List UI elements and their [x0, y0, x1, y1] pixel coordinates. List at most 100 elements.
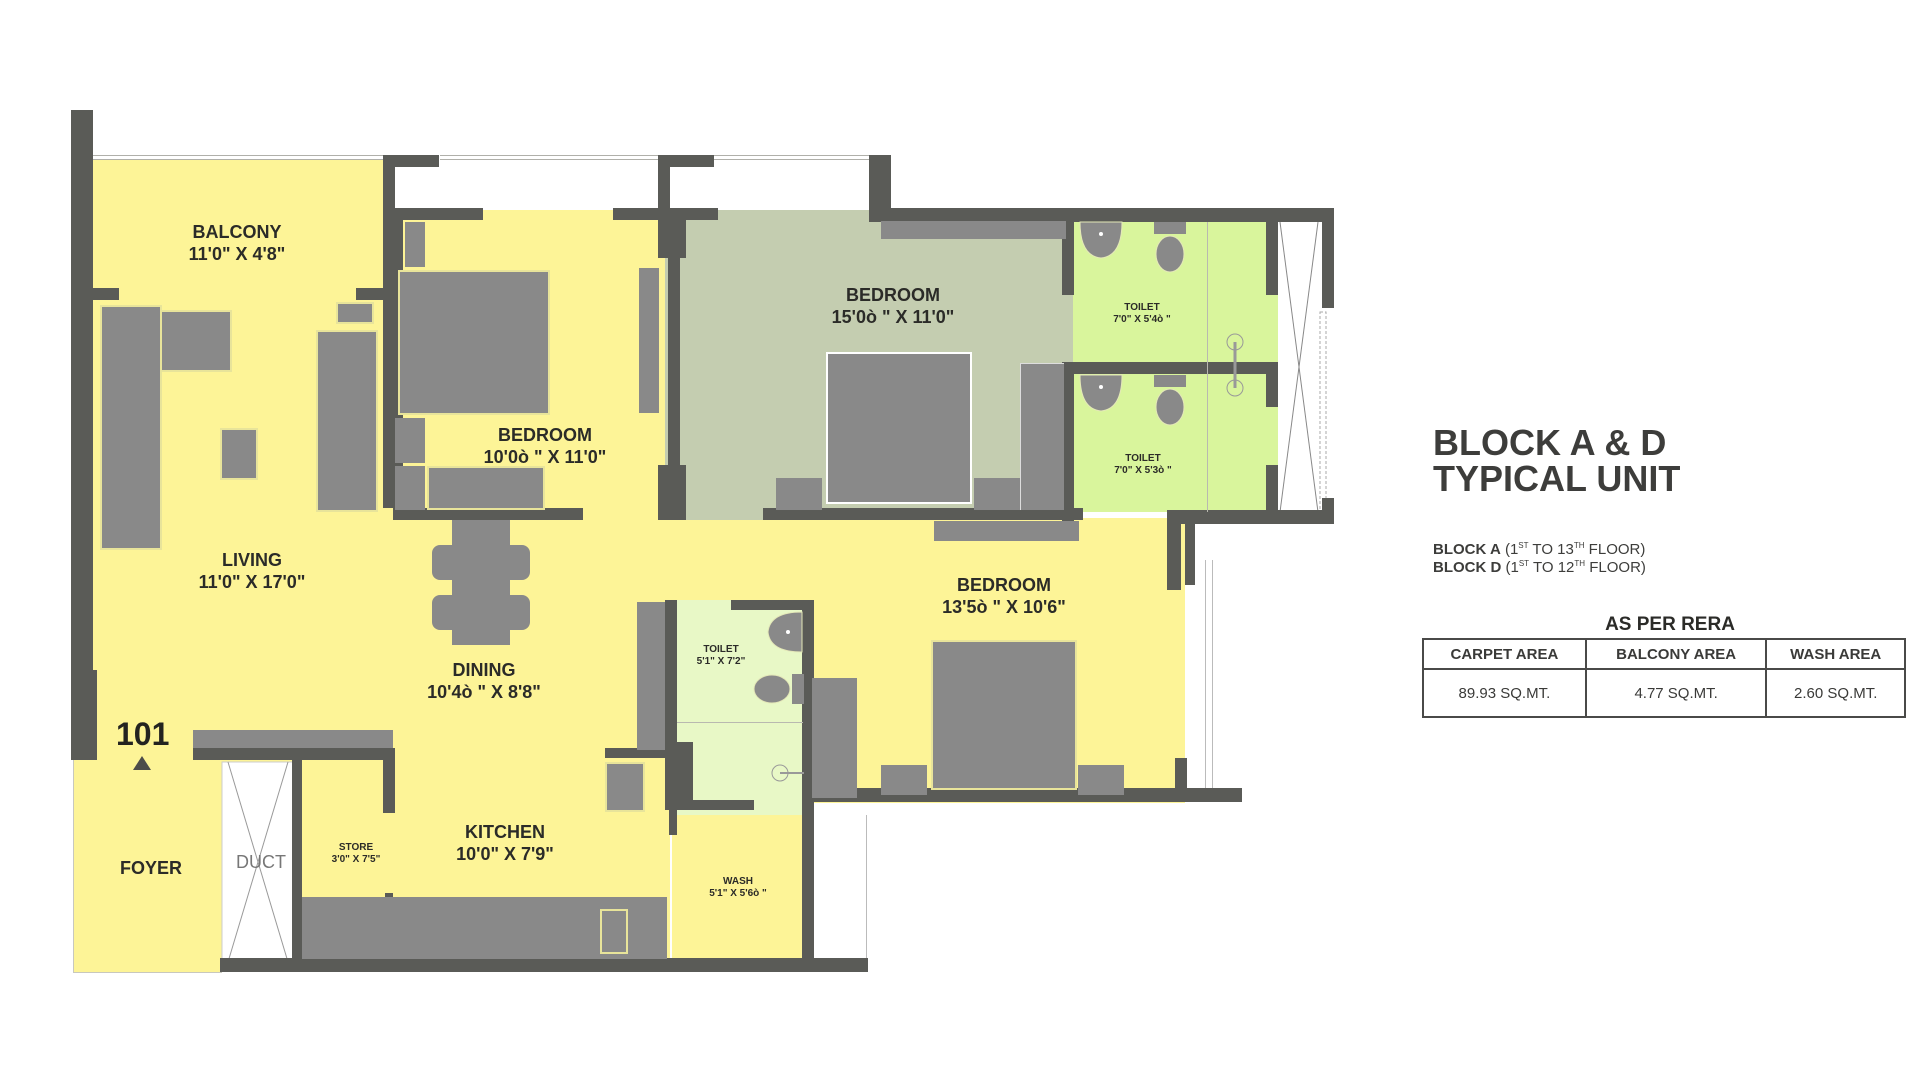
wall — [665, 600, 677, 775]
washbasin-icon — [1079, 374, 1123, 412]
wash-floor — [672, 815, 814, 960]
toilet-partition — [1207, 222, 1208, 512]
side-table — [1078, 765, 1124, 795]
shower-icon — [771, 764, 804, 782]
sofa-3-seat — [316, 330, 378, 512]
wall — [1062, 362, 1074, 522]
balcony-floor — [93, 158, 385, 298]
window-bedroom1 — [440, 155, 665, 160]
bed-master — [826, 352, 972, 504]
wall — [1266, 362, 1278, 407]
side-table — [395, 466, 425, 510]
wall — [93, 288, 119, 300]
wall — [383, 155, 439, 167]
wall — [810, 788, 1242, 802]
wall — [71, 670, 97, 760]
title: BLOCK A & D TYPICAL UNIT — [1433, 425, 1680, 497]
wall — [356, 288, 386, 300]
window-master — [700, 155, 875, 160]
wall — [393, 208, 483, 220]
toilet-seat-icon — [753, 674, 804, 704]
shower-icon — [1226, 333, 1244, 397]
wall — [869, 208, 1334, 222]
wall — [1167, 510, 1181, 590]
chair — [510, 595, 530, 630]
sofa-l-shape — [100, 305, 162, 550]
column-carpet-area: CARPET AREA — [1422, 638, 1587, 670]
dining-table — [452, 520, 510, 645]
balcony-area-value: 4.77 SQ.MT. — [1584, 668, 1768, 718]
table-header-row: CARPET AREA BALCONY AREA WASH AREA — [1422, 638, 1906, 670]
wall — [668, 215, 680, 520]
tv-unit-bedroom3 — [934, 521, 1079, 541]
coffee-table — [220, 428, 258, 480]
balcony-railing — [93, 155, 383, 160]
title-line-2: TYPICAL UNIT — [1433, 458, 1681, 499]
wall — [1175, 758, 1187, 793]
wall — [690, 800, 754, 810]
column-balcony-area: BALCONY AREA — [1584, 638, 1768, 670]
shoe-rack — [193, 730, 393, 748]
sofa-l-arm — [160, 310, 232, 372]
wall — [220, 958, 868, 972]
wall — [763, 508, 1083, 520]
column-wash-area: WASH AREA — [1765, 638, 1906, 670]
wall — [669, 800, 677, 835]
title-line-1: BLOCK A & D — [1433, 422, 1667, 463]
label-duct: DUCT — [236, 852, 286, 872]
wall — [383, 748, 395, 813]
toilet-seat-icon — [1154, 375, 1186, 426]
tv-unit-bedroom1 — [639, 268, 659, 413]
wall — [1062, 362, 1278, 374]
rera-heading: AS PER RERA — [1605, 614, 1735, 635]
wall — [1167, 510, 1334, 524]
label-foyer: FOYER — [119, 858, 183, 878]
wardrobe-master — [1020, 363, 1064, 510]
foyer-floor — [73, 758, 222, 973]
chair — [510, 545, 530, 580]
wall — [71, 110, 93, 670]
floor-range-block-a: BLOCK A (1ST TO 13TH FLOOR) — [1433, 541, 1646, 558]
floor-range-block-d: BLOCK D (1ST TO 12TH FLOOR) — [1433, 559, 1646, 576]
fridge-unit — [637, 602, 665, 750]
wall — [1185, 520, 1195, 585]
wall — [658, 465, 686, 520]
kitchen-cabinet — [605, 762, 645, 812]
bed-bedroom1 — [398, 270, 550, 415]
wall — [1322, 208, 1334, 308]
washbasin-icon — [1079, 221, 1123, 259]
wall — [731, 600, 813, 610]
entrance-arrow-icon — [133, 756, 151, 770]
wall — [802, 600, 814, 970]
wall — [869, 155, 891, 213]
wall — [665, 742, 693, 810]
carpet-area-value: 89.93 SQ.MT. — [1422, 668, 1587, 718]
toilet-seat-icon — [1154, 222, 1186, 273]
wall — [1266, 465, 1278, 520]
wall — [393, 508, 583, 520]
side-table — [776, 478, 822, 510]
side-table — [336, 302, 374, 324]
wall — [605, 748, 667, 758]
wall — [658, 155, 714, 167]
chair — [432, 545, 452, 580]
table-row: 89.93 SQ.MT. 4.77 SQ.MT. 2.60 SQ.MT. — [1422, 668, 1906, 718]
wall — [193, 748, 393, 760]
tv-unit-master — [881, 221, 1066, 239]
rera-area-table: CARPET AREA BALCONY AREA WASH AREA 89.93… — [1422, 638, 1906, 718]
window-bedroom3-right — [1205, 560, 1213, 800]
wash-area-value: 2.60 SQ.MT. — [1765, 668, 1906, 718]
